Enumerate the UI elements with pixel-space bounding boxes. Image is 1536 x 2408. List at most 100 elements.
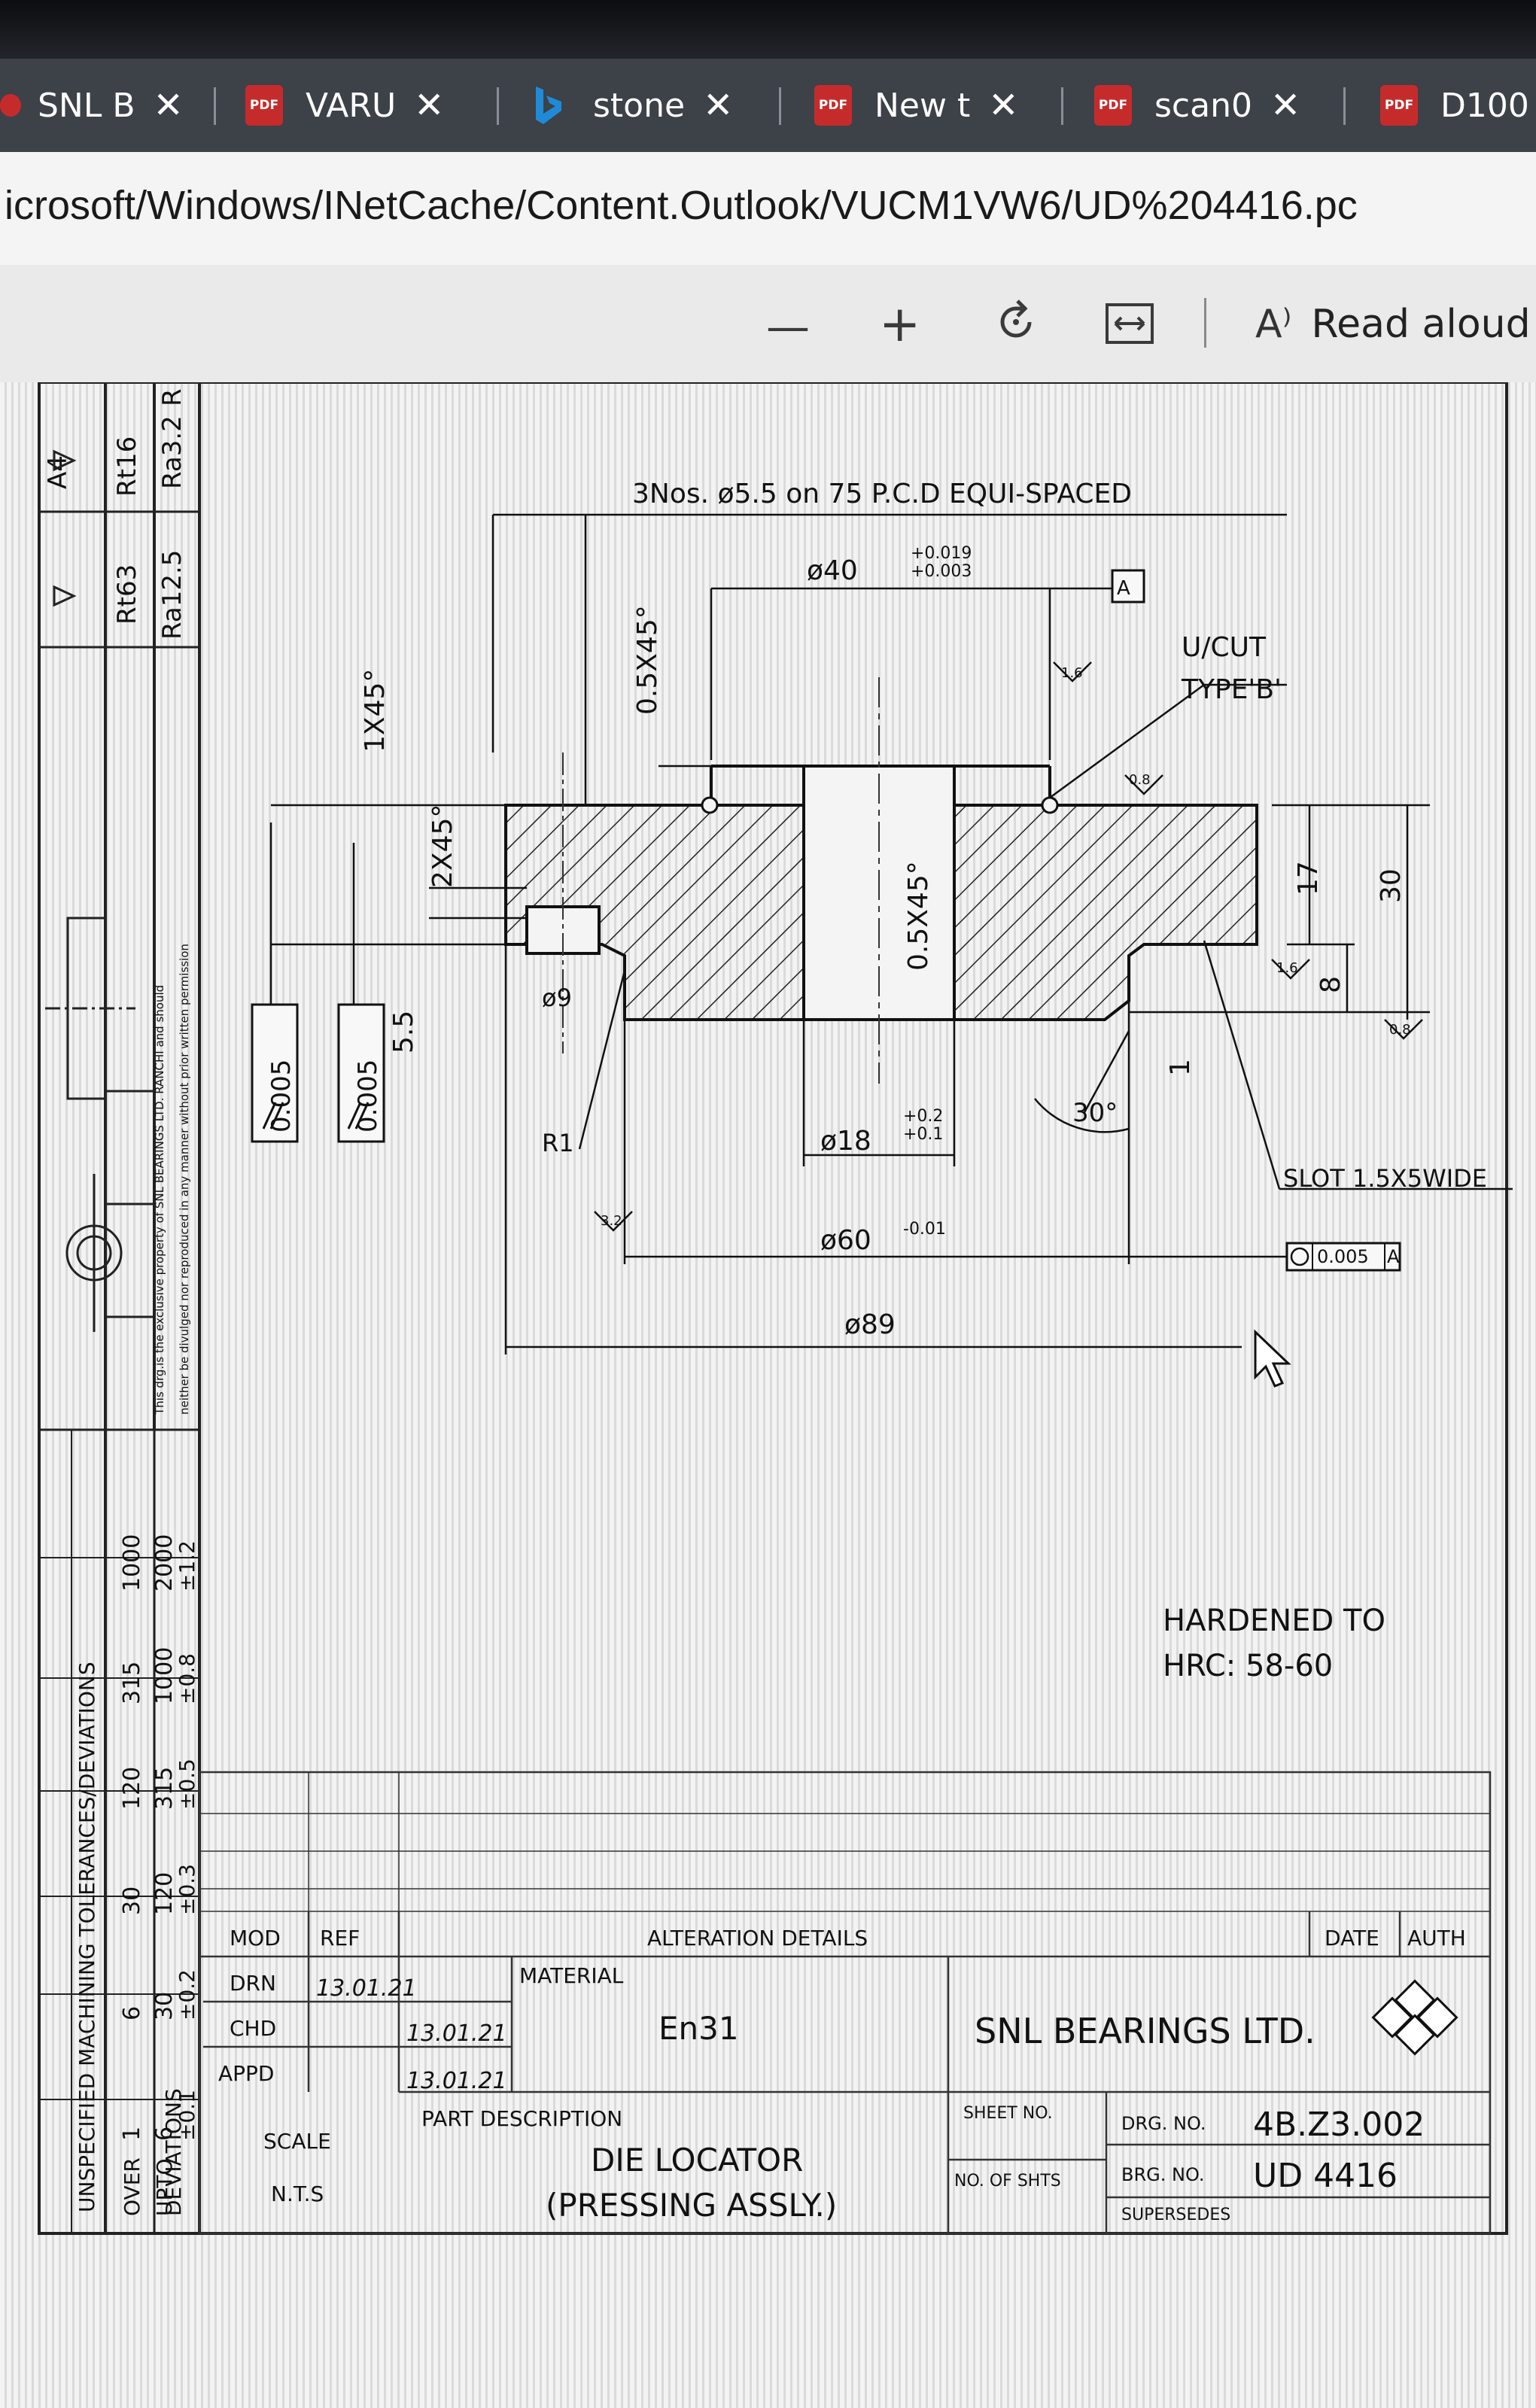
dia18-tol-upper: +0.2: [903, 1107, 943, 1126]
rt63-label: Rt63: [112, 564, 142, 625]
tab-scan0[interactable]: PDF scan0 ✕: [1094, 75, 1300, 135]
tolerance-deviation-value: ±0.5: [175, 1759, 199, 1810]
browser-tab-bar: SNL B ✕ PDF VARU ✕ stone ✕ PDF New t ✕ P…: [0, 59, 1536, 152]
datum-a-label: A: [1117, 577, 1130, 600]
close-icon[interactable]: ✕: [153, 84, 184, 126]
tolerance-deviation-value: ±0.2: [175, 1969, 199, 2020]
close-icon[interactable]: ✕: [988, 84, 1019, 126]
tolerance-upto-value: 120: [151, 1872, 178, 1915]
read-aloud-button[interactable]: A⁾ Read aloud: [1255, 298, 1531, 351]
part-section: [504, 677, 1258, 1084]
date-label: DATE: [1325, 1926, 1379, 1950]
snl-tab-icon: [0, 94, 21, 117]
drg-no-label: DRG. NO.: [1121, 2113, 1206, 2134]
part-name: DIE LOCATOR: [591, 2142, 803, 2178]
drg-no-value: 4B.Z3.002: [1253, 2105, 1425, 2144]
no-of-shts-label: NO. OF SHTS: [954, 2172, 1061, 2191]
rotate-icon[interactable]: [992, 298, 1040, 346]
bing-icon: [536, 87, 561, 124]
tab-varu[interactable]: PDF VARU ✕: [245, 75, 444, 135]
alteration-label: ALTERATION DETAILS: [647, 1926, 868, 1950]
part-subname: (PRESSING ASSLY.): [546, 2187, 837, 2224]
finish-value: 3.2: [601, 1213, 622, 1229]
finish-value: 0.8: [1129, 772, 1151, 788]
parallel-icon: [262, 1102, 277, 1130]
pdf-page: A4 Rt16 Ra3.2 Rt63 Ra12.5 R This drg.is …: [0, 382, 1536, 2408]
ra32-label: Ra3.2: [157, 415, 187, 489]
tolerance-over-value: 315: [119, 1662, 145, 1704]
dia40-label: ø40: [807, 555, 858, 586]
finish-mark-icon: [594, 1211, 633, 1232]
pdf-icon: PDF: [1094, 85, 1132, 126]
tab-separator: [497, 87, 499, 125]
tab-stone[interactable]: stone ✕: [533, 75, 733, 135]
tolerance-upto-value: 1000: [151, 1647, 178, 1704]
address-bar[interactable]: icrosoft/Windows/INetCache/Content.Outlo…: [0, 152, 1536, 265]
dim-1-label: 1: [1165, 1059, 1196, 1076]
finish-mark-icon: [1053, 661, 1092, 683]
finish-symbol-icon: [53, 585, 77, 607]
tolerance-deviation-value: ±0.1: [175, 2090, 199, 2141]
brg-no-value: UD 4416: [1253, 2157, 1398, 2195]
close-icon[interactable]: ✕: [414, 84, 445, 126]
appd-label: APPD: [218, 2061, 274, 2086]
chd-label: CHD: [230, 2016, 276, 2041]
engineering-drawing: A4 Rt16 Ra3.2 Rt63 Ra12.5 R This drg.is …: [38, 382, 1513, 2235]
tab-label: VARU: [306, 86, 397, 125]
tolerance-title: UNSPECIFIED MACHINING TOLERANCES/DEVIATI…: [75, 1662, 99, 2212]
circularity-value: 0.005: [1317, 1246, 1369, 1267]
finish-value: 1.6: [1276, 960, 1298, 976]
circularity-icon: [1290, 1247, 1309, 1266]
pdf-icon: PDF: [814, 85, 852, 126]
dia18-tol-lower: +0.1: [903, 1125, 943, 1144]
parallel-value-1: 0.005: [266, 1060, 297, 1133]
toolbar-separator: [1204, 298, 1206, 348]
dia60-label: ø60: [820, 1225, 871, 1256]
scale-label: SCALE: [263, 2129, 331, 2154]
dia9-label: ø9: [542, 984, 572, 1012]
tolerance-upto-value: 2000: [151, 1534, 178, 1592]
close-icon[interactable]: ✕: [703, 84, 734, 126]
deviations-label: DEVIATIONS: [161, 2088, 186, 2216]
read-aloud-icon: A⁾: [1255, 302, 1292, 347]
material-label: MATERIAL: [519, 1963, 624, 1988]
dia18-label: ø18: [820, 1126, 871, 1157]
supersedes-label: SUPERSEDES: [1121, 2206, 1230, 2224]
zoom-out-button[interactable]: —: [766, 301, 810, 352]
tab-label: SNL B: [38, 86, 135, 125]
dimension-lines: [269, 513, 1513, 1354]
tolerance-deviation-value: ±0.3: [175, 1864, 199, 1915]
side-block: [38, 382, 201, 2233]
hardened-note-2: HRC: 58-60: [1163, 1649, 1333, 1683]
finish-mark-icon: [1271, 959, 1310, 980]
close-icon[interactable]: ✕: [1270, 84, 1301, 126]
address-text: icrosoft/Windows/INetCache/Content.Outlo…: [5, 183, 1358, 228]
zoom-in-button[interactable]: +: [879, 295, 921, 353]
pdf-icon: PDF: [245, 85, 283, 126]
pcd-note: 3Nos. ø5.5 on 75 P.C.D EQUI-SPACED: [632, 479, 1132, 509]
appd-signature: 13.01.21: [406, 2068, 507, 2094]
tab-d100[interactable]: PDF D100: [1380, 75, 1529, 135]
read-aloud-label: Read aloud: [1311, 302, 1531, 347]
fit-width-icon[interactable]: [1105, 303, 1154, 345]
parallel-value-2: 0.005: [353, 1060, 383, 1133]
angle-30-label: 30°: [1072, 1098, 1118, 1128]
notice-line-1: This drg.is the exclusive property of SN…: [153, 985, 166, 1415]
dim-5-5-label: 5.5: [388, 1011, 419, 1054]
dia40-tol-upper: +0.019: [911, 544, 972, 563]
tab-new[interactable]: PDF New t ✕: [814, 75, 1018, 135]
over-label: OVER: [120, 2157, 144, 2216]
r-label: R: [157, 388, 187, 406]
tab-snl[interactable]: SNL B ✕: [0, 75, 184, 135]
ucut-label: U/CUT: [1182, 632, 1267, 663]
ref-label: REF: [320, 1926, 360, 1950]
tolerance-upto-value: 30: [151, 1992, 178, 2020]
tab-label: New t: [874, 86, 971, 125]
finish-value: 1.6: [1061, 665, 1083, 681]
tab-label: stone: [593, 86, 686, 125]
material-value: En31: [659, 2010, 739, 2047]
finish-mark-icon: [1384, 1019, 1423, 1040]
tab-label: scan0: [1154, 86, 1252, 125]
tolerance-over-value: 1000: [119, 1534, 145, 1592]
chamfer-1x45-label: 1X45°: [360, 669, 391, 752]
